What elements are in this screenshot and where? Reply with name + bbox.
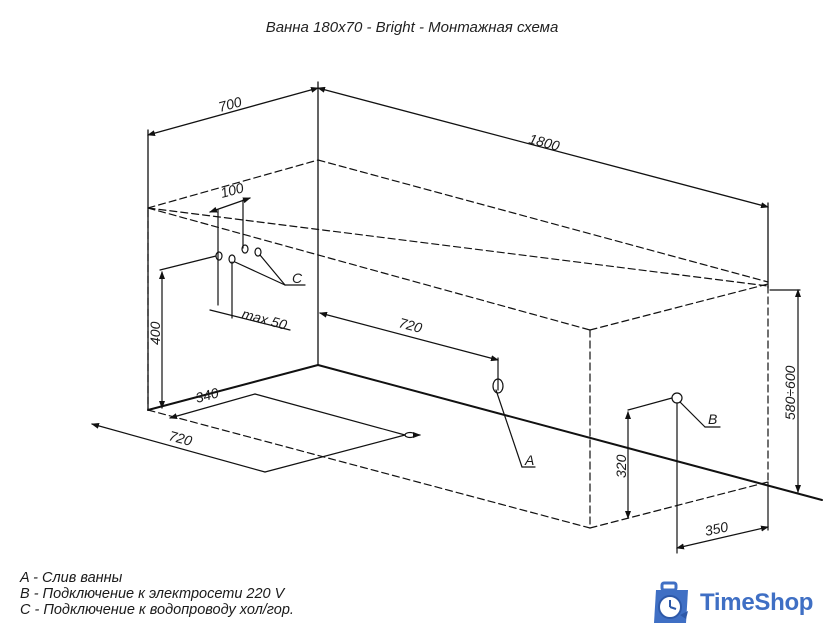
callout-c: C [292, 270, 303, 286]
bathtub-outline-dashed [147, 159, 769, 529]
dim-height-580-600: 580÷600 [782, 365, 798, 420]
dim-floor-720: 720 [167, 427, 194, 449]
drain-a [319, 311, 536, 468]
legend: A - Слив ванны B - Подключение к электро… [20, 570, 294, 618]
dim-drain-720: 720 [397, 314, 424, 336]
wall-floor-lines [147, 364, 823, 501]
legend-item-b: B - Подключение к электросети 220 V [20, 586, 285, 602]
connection-b [625, 289, 801, 554]
callout-b: B [708, 411, 717, 427]
clock-bag-icon [654, 581, 688, 623]
dim-length-1800: 1800 [527, 130, 561, 154]
drawing-title: Ванна 180x70 - Bright - Монтажная схема [265, 19, 559, 36]
callout-a: A [524, 452, 534, 468]
top-dimension-frame [147, 81, 769, 411]
timeshop-logo: TimeShop [650, 580, 813, 626]
dim-c-spacing-100: 100 [219, 179, 246, 201]
dim-c-offset-max50: max 50 [240, 305, 289, 332]
connection-c [159, 197, 306, 409]
dim-floor-340: 340 [194, 384, 221, 406]
dim-b-height-320: 320 [613, 454, 629, 478]
dim-width-700: 700 [217, 93, 244, 115]
dim-b-end-350: 350 [703, 518, 729, 539]
legend-item-c: C - Подключение к водопроводу хол/гор. [20, 602, 294, 618]
dim-c-height-400: 400 [147, 321, 163, 345]
logo-text: TimeShop [700, 589, 814, 616]
floor-dimensions [91, 393, 421, 473]
legend-item-a: A - Слив ванны [20, 570, 123, 586]
